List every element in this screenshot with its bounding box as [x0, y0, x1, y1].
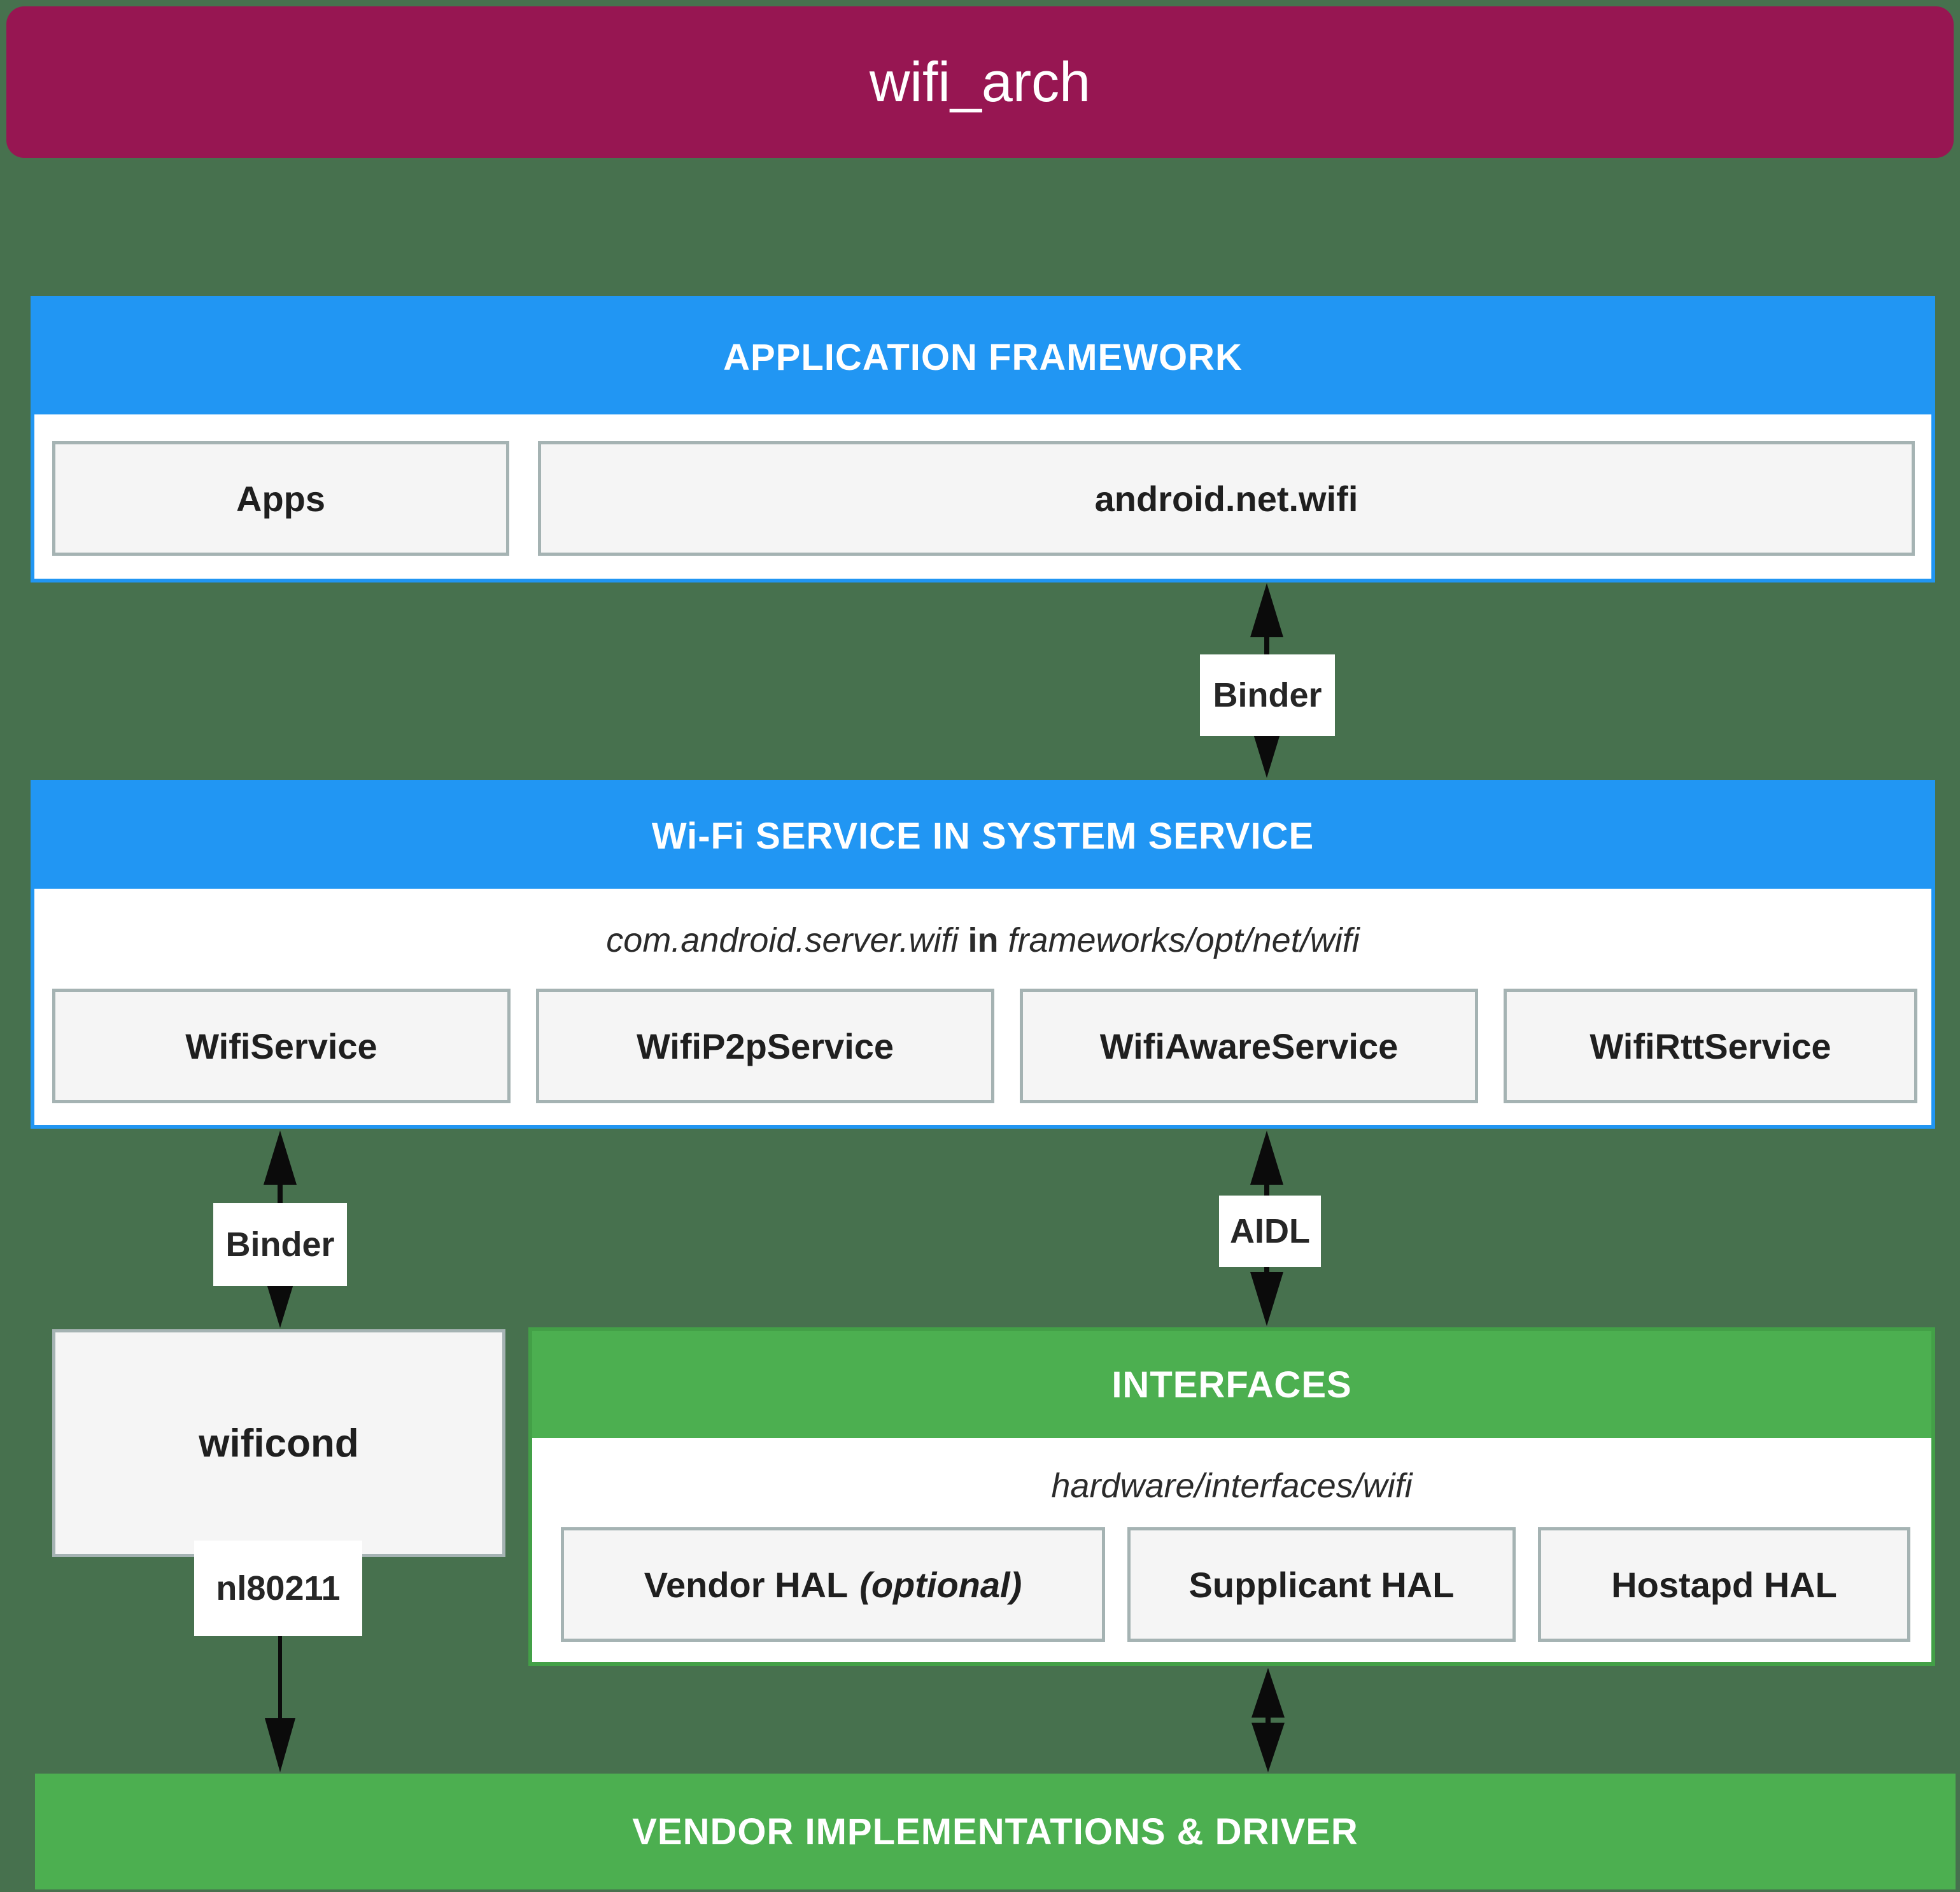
wifiawareservice-box: WifiAwareService — [1020, 989, 1478, 1103]
binder-top-label-text: Binder — [1213, 676, 1322, 714]
vendor-hal-box-label: Vendor HAL — [644, 1564, 849, 1605]
binder-left-label: Binder — [213, 1203, 347, 1286]
supplicant-hal-box-label: Supplicant HAL — [1188, 1564, 1455, 1605]
wifi-service-path-conj: in — [968, 921, 999, 959]
wifi-service-path-package: com.android.server.wifi — [606, 921, 959, 959]
interfaces-section: INTERFACES hardware/interfaces/wifi Vend… — [528, 1327, 1935, 1666]
aidl-label: AIDL — [1219, 1196, 1321, 1267]
vendor-hal-box: Vendor HAL (optional) — [561, 1527, 1105, 1642]
interfaces-path-dir: hardware/interfaces/wifi — [1051, 1467, 1413, 1505]
wificond-box: wificond — [52, 1329, 505, 1557]
hal-double-arrow-icon — [1249, 1668, 1287, 1772]
wifirttservice-box-label: WifiRttService — [1590, 1026, 1831, 1066]
nl80211-label: nl80211 — [194, 1541, 362, 1636]
aidl-label-text: AIDL — [1230, 1212, 1310, 1250]
android-net-wifi-box: android.net.wifi — [538, 441, 1915, 556]
wificond-box-label: wificond — [199, 1421, 359, 1465]
application-framework-title: APPLICATION FRAMEWORK — [723, 336, 1243, 378]
wifiservice-box-label: WifiService — [185, 1026, 377, 1066]
vendor-implementations-bar-label: VENDOR IMPLEMENTATIONS & DRIVER — [632, 1811, 1358, 1853]
apps-box: Apps — [52, 441, 509, 556]
application-framework-header: APPLICATION FRAMEWORK — [34, 300, 1931, 414]
wifiservice-box: WifiService — [52, 989, 511, 1103]
interfaces-title: INTERFACES — [1111, 1364, 1352, 1406]
binder-top-label: Binder — [1200, 654, 1335, 736]
android-net-wifi-box-label: android.net.wifi — [1094, 478, 1358, 519]
binder-left-label-text: Binder — [225, 1225, 335, 1264]
interfaces-header: INTERFACES — [532, 1331, 1931, 1438]
wifirttservice-box: WifiRttService — [1504, 989, 1917, 1103]
hostapd-hal-box-label: Hostapd HAL — [1611, 1564, 1837, 1605]
supplicant-hal-box: Supplicant HAL — [1127, 1527, 1516, 1642]
diagram-title: wifi_arch — [869, 50, 1091, 113]
wifi-service-path-dir: frameworks/opt/net/wifi — [1008, 921, 1360, 959]
diagram-title-bar: wifi_arch — [6, 6, 1954, 158]
wifi-service-path-line: com.android.server.wifi in frameworks/op… — [34, 921, 1931, 960]
wifi-service-section: Wi-Fi SERVICE IN SYSTEM SERVICE com.andr… — [31, 780, 1935, 1129]
apps-box-label: Apps — [236, 478, 325, 519]
vendor-implementations-bar: VENDOR IMPLEMENTATIONS & DRIVER — [35, 1774, 1956, 1889]
wifip2pservice-box: WifiP2pService — [536, 989, 994, 1103]
nl80211-label-text: nl80211 — [216, 1569, 341, 1607]
vendor-hal-optional-label: (optional) — [859, 1564, 1022, 1605]
wifip2pservice-box-label: WifiP2pService — [636, 1026, 894, 1066]
wifi-service-header: Wi-Fi SERVICE IN SYSTEM SERVICE — [34, 784, 1931, 889]
wifi-service-title: Wi-Fi SERVICE IN SYSTEM SERVICE — [651, 815, 1315, 857]
hostapd-hal-box: Hostapd HAL — [1538, 1527, 1910, 1642]
interfaces-path-line: hardware/interfaces/wifi — [532, 1466, 1931, 1506]
wifiawareservice-box-label: WifiAwareService — [1099, 1026, 1399, 1066]
application-framework-section: APPLICATION FRAMEWORK Apps android.net.w… — [31, 296, 1935, 582]
